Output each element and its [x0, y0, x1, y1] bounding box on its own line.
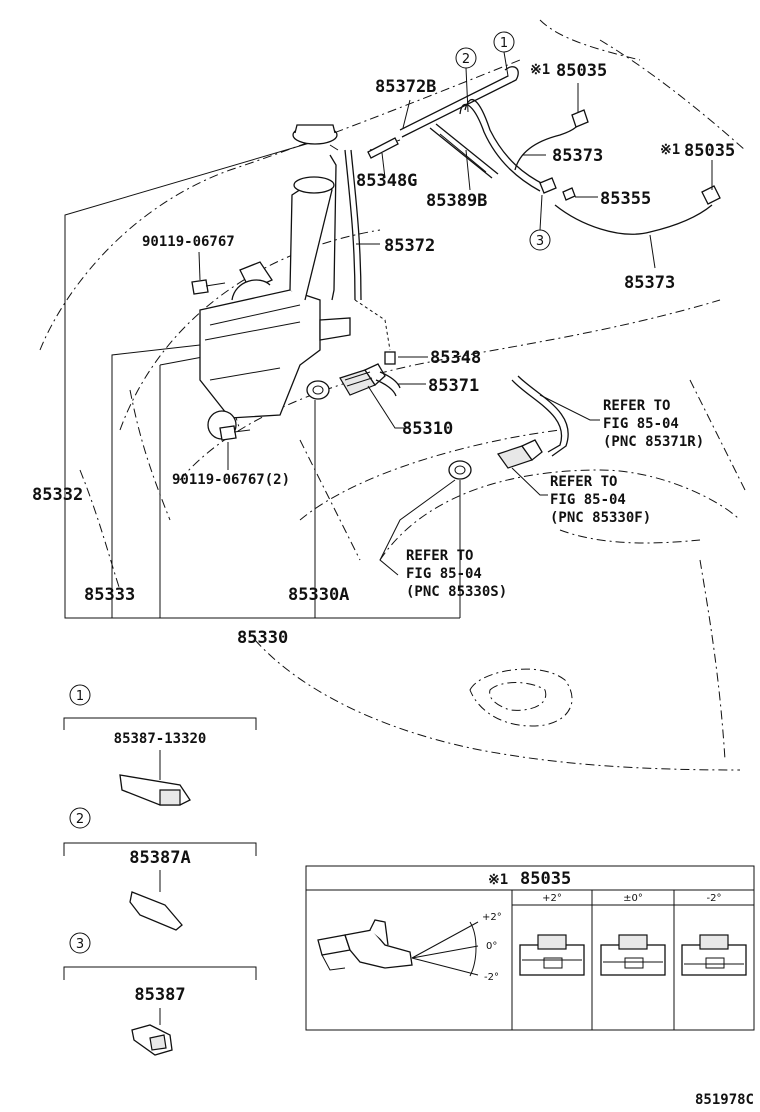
label-85373-b: 85373: [624, 273, 675, 293]
label-85332: 85332: [32, 485, 83, 505]
refer-note-85330S: REFER TO FIG 85-04 (PNC 85330S): [406, 548, 507, 600]
nozzle-adjustment-table: ※1 85035 +2° ±0° -2° +2° 0° -2°: [305, 865, 755, 1031]
svg-text:(PNC 85330F): (PNC 85330F): [550, 510, 651, 526]
callout-1: 1: [493, 31, 515, 77]
bolt-upper: [191, 279, 226, 295]
detail-2: 2 85387A: [63, 807, 257, 931]
svg-text:3: 3: [76, 937, 84, 952]
hose-85372B: [399, 66, 519, 138]
table-note-mark: ※1: [488, 872, 508, 888]
detail-3: 3 85387: [63, 932, 257, 1056]
label-90119-upper: 90119-06767: [142, 234, 235, 250]
grommet-85330A: [306, 380, 330, 400]
label-85372B: 85372B: [375, 77, 436, 97]
svg-text:+2°: +2°: [482, 912, 502, 923]
joint-85348G: [367, 137, 399, 159]
level-gauge: [329, 154, 337, 301]
svg-text:(PNC 85330S): (PNC 85330S): [406, 584, 507, 600]
detail-1: 1 85387-13320: [63, 684, 257, 806]
label-85389B: 85389B: [426, 191, 487, 211]
label-85355: 85355: [600, 189, 651, 209]
svg-text:(PNC 85371R): (PNC 85371R): [603, 434, 704, 450]
joint-85355: [539, 177, 576, 201]
label-85333: 85333: [84, 585, 135, 605]
label-85330A: 85330A: [288, 585, 349, 605]
label-85035-a: 85035: [556, 61, 607, 81]
label-85310: 85310: [402, 419, 453, 439]
tank-cap: [292, 124, 339, 151]
label-85372: 85372: [384, 236, 435, 256]
hose-85371: [375, 371, 401, 397]
figure-id: 851978C: [695, 1092, 754, 1108]
label-85371: 85371: [428, 376, 479, 396]
hose-85372: [344, 149, 362, 301]
svg-text:2: 2: [462, 52, 470, 67]
label-85348: 85348: [430, 348, 481, 368]
svg-text:FIG 85-04: FIG 85-04: [406, 566, 482, 582]
col-header-zero: ±0°: [623, 893, 643, 904]
label-85330: 85330: [237, 628, 288, 648]
assembly-bracket-lines: [64, 139, 461, 619]
note-mark-a: ※1: [530, 62, 550, 78]
table-part: 85035: [520, 869, 571, 889]
part-labels: 85372B ※1 85035 ※1 85035 85373 85348G 85…: [32, 61, 735, 648]
nozzle-adjustment-icon: +2° 0° -2°: [317, 912, 502, 983]
label-90119-lower: 90119-06767(2): [172, 472, 290, 488]
nozzle-85035-a: [571, 109, 589, 128]
detail-1-part: 85387-13320: [114, 731, 207, 747]
note-mark-b: ※1: [660, 142, 680, 158]
referenced-grommet-85330S: [448, 460, 472, 480]
svg-text:-2°: -2°: [484, 972, 499, 983]
svg-text:REFER TO: REFER TO: [603, 398, 670, 414]
car-body-outline: [39, 19, 746, 771]
label-85035-b: 85035: [684, 141, 735, 161]
leader-lines: [198, 83, 713, 576]
hose-cover-85389B: [429, 123, 499, 179]
detail-3-part: 85387: [134, 985, 185, 1005]
referenced-hose-85371R: [511, 375, 569, 457]
svg-text:REFER TO: REFER TO: [550, 474, 617, 490]
svg-text:3: 3: [536, 234, 544, 249]
svg-text:REFER TO: REFER TO: [406, 548, 473, 564]
referenced-pump-85330F: [497, 439, 543, 469]
joint-85348: [384, 351, 396, 365]
svg-text:FIG 85-04: FIG 85-04: [550, 492, 626, 508]
label-85348G: 85348G: [356, 171, 417, 191]
bolt-lower: [219, 425, 251, 441]
label-85373-a: 85373: [552, 146, 603, 166]
svg-text:2: 2: [76, 812, 84, 827]
gauge-zero: [600, 934, 666, 976]
refer-note-85371R: REFER TO FIG 85-04 (PNC 85371R): [603, 398, 704, 450]
washer-pump-85310: [339, 363, 386, 396]
nozzle-85035-b: [701, 185, 721, 205]
svg-text:1: 1: [76, 689, 84, 704]
svg-text:1: 1: [500, 36, 508, 51]
col-header-minus: -2°: [707, 893, 722, 904]
callout-3: 3: [529, 194, 551, 251]
svg-text:0°: 0°: [486, 941, 497, 952]
refer-note-85330F: REFER TO FIG 85-04 (PNC 85330F): [550, 474, 651, 526]
svg-text:FIG 85-04: FIG 85-04: [603, 416, 679, 432]
washer-tank: [199, 176, 351, 440]
detail-2-part: 85387A: [129, 848, 190, 868]
gauge-plus-2: [519, 934, 585, 976]
col-header-plus: +2°: [542, 893, 562, 904]
callout-2: 2: [455, 47, 477, 113]
gauge-minus-2: [681, 934, 747, 976]
